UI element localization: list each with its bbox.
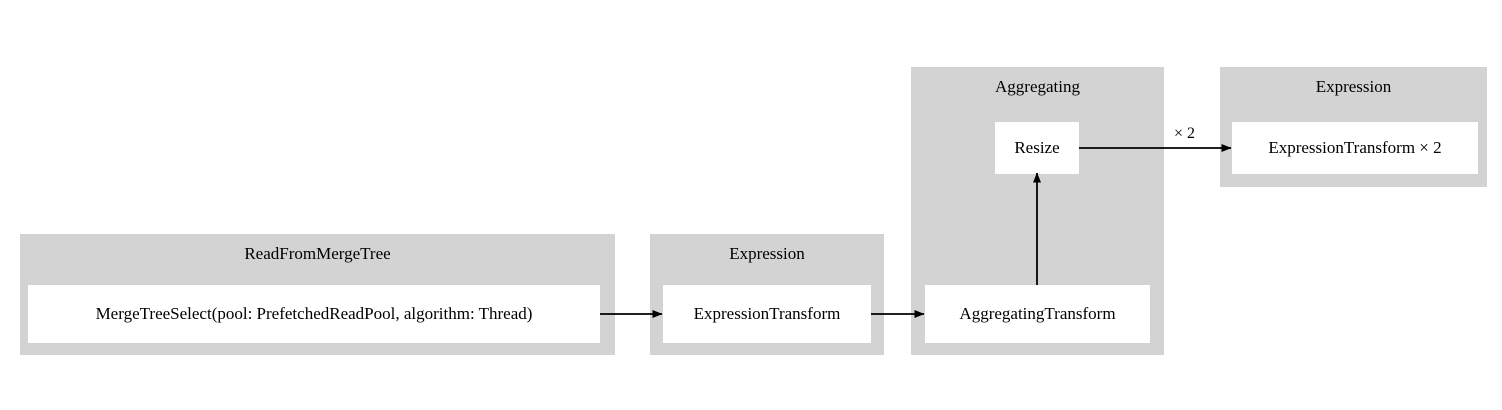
node-expression-transform-1[interactable]: ExpressionTransform: [663, 285, 871, 343]
cluster-label-expression-1: Expression: [729, 244, 805, 263]
node-merge-tree-select[interactable]: MergeTreeSelect(pool: PrefetchedReadPool…: [28, 285, 600, 343]
edge-label-resize-to-expression: × 2: [1174, 125, 1196, 142]
node-label-merge-tree-select: MergeTreeSelect(pool: PrefetchedReadPool…: [95, 304, 533, 323]
node-label-expression-transform-2: ExpressionTransform × 2: [1268, 138, 1442, 157]
node-label-resize: Resize: [1014, 138, 1060, 157]
node-resize[interactable]: Resize: [995, 122, 1079, 174]
node-label-aggregating-transform: AggregatingTransform: [959, 304, 1116, 323]
cluster-label-read-from-merge-tree: ReadFromMergeTree: [244, 244, 391, 263]
cluster-label-aggregating: Aggregating: [995, 77, 1080, 96]
node-label-expression-transform-1: ExpressionTransform: [693, 304, 841, 323]
node-expression-transform-2[interactable]: ExpressionTransform × 2: [1232, 122, 1478, 174]
cluster-label-expression-2: Expression: [1315, 77, 1392, 96]
node-aggregating-transform[interactable]: AggregatingTransform: [925, 285, 1150, 343]
